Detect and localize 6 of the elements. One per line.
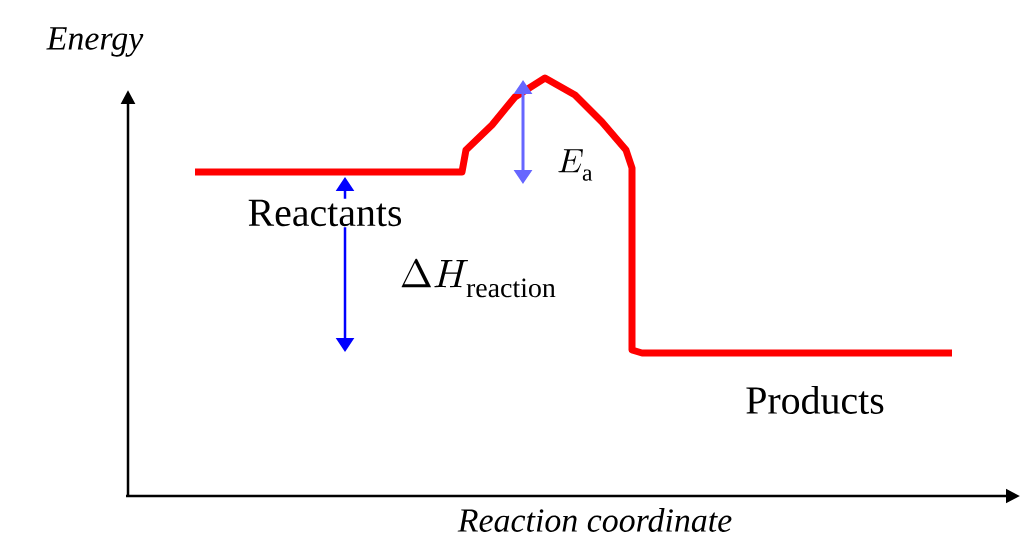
- axis-label: Energy: [45, 26, 145, 58]
- curve-label: Reactants: [246, 198, 404, 228]
- curve-label: $E_{\mathrm{a}}$: [556, 148, 594, 182]
- curve-label: Products: [744, 384, 886, 415]
- curve-label: $\Delta H_{\mathrm{reaction}}$: [398, 257, 558, 299]
- axis-label: Reaction coordinate: [456, 507, 734, 533]
